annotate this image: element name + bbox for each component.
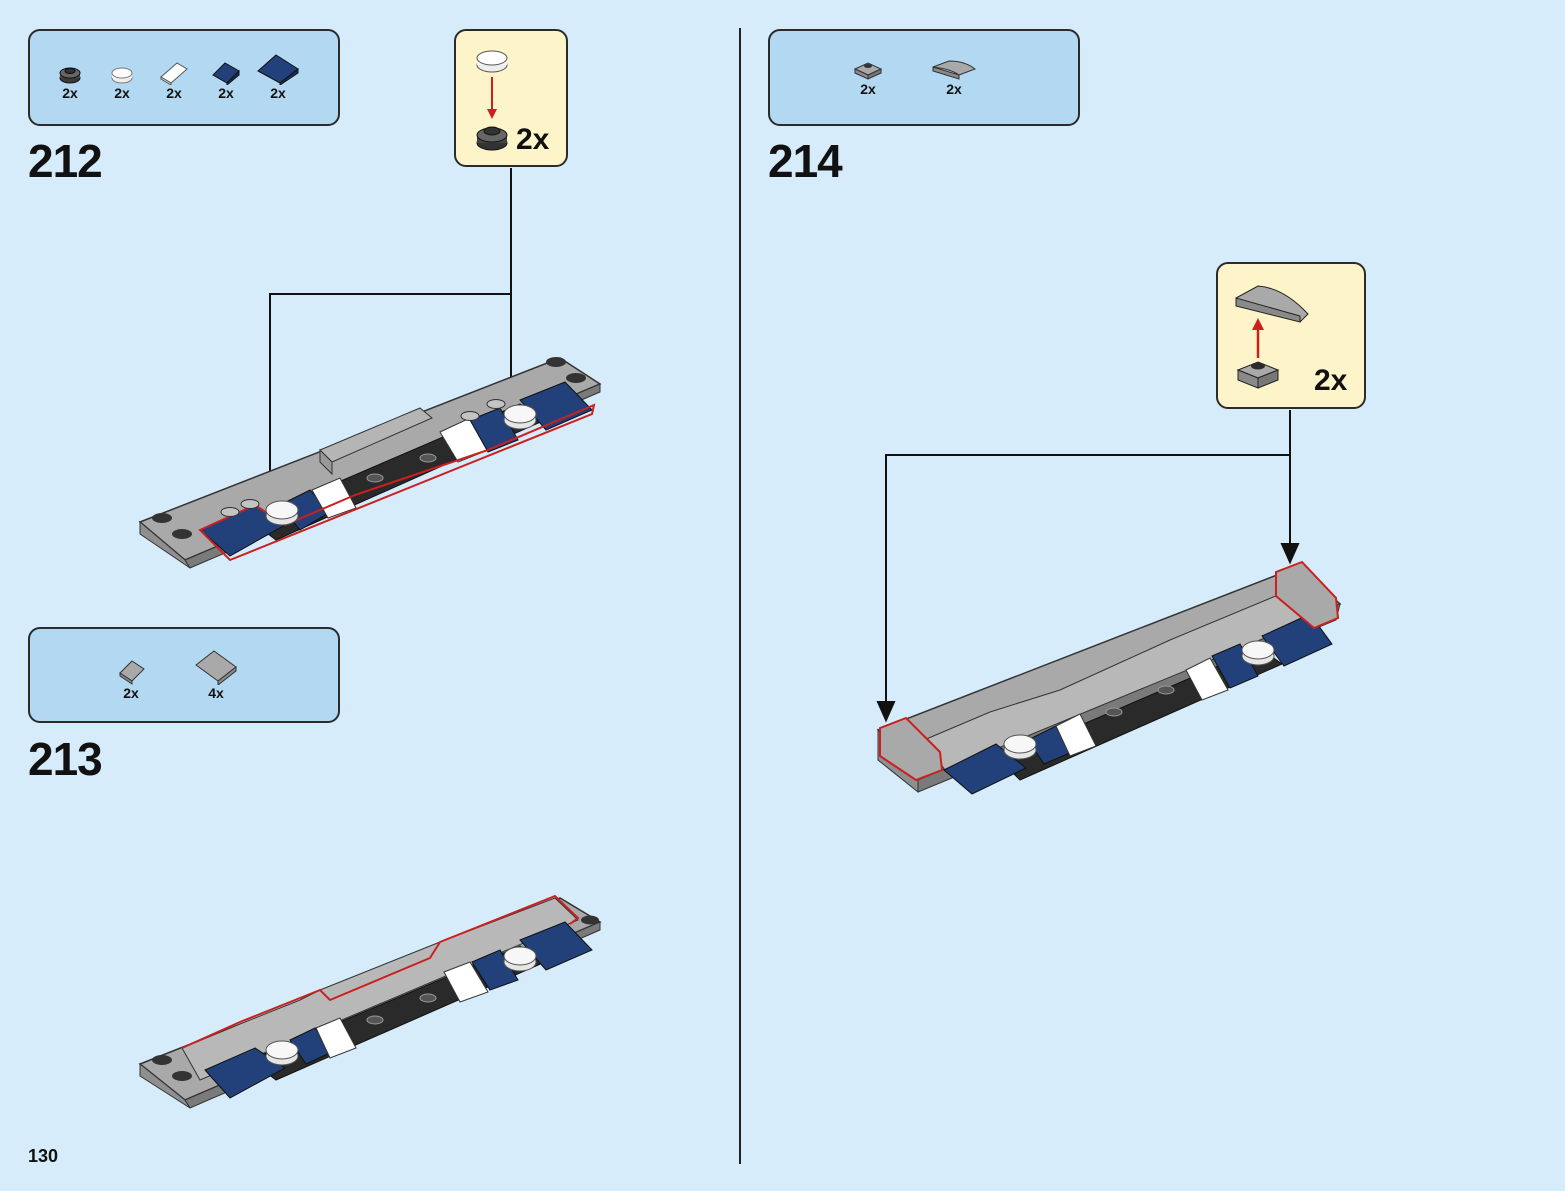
step-212-parts-box: 2x 2x 2x 2x: [28, 29, 340, 126]
step-214-model: [876, 560, 1342, 795]
part-quantity: 2x: [218, 85, 234, 101]
submodel-assembly-icon: [476, 50, 508, 151]
part-quantity: 2x: [123, 685, 139, 701]
part-blue-large-slope: 2x: [252, 51, 304, 101]
part-dark-round-plate: 2x: [44, 65, 96, 101]
part-quantity: 2x: [946, 81, 962, 97]
grey-curved-slope-icon: [932, 60, 976, 80]
part-grey-large-slope: 4x: [190, 647, 242, 701]
step-number-213: 213: [28, 733, 103, 785]
callout-quantity: 2x: [1314, 364, 1348, 397]
part-grey-curved-slope: 2x: [928, 57, 980, 97]
grey-large-slope-icon: [195, 650, 237, 685]
page-number: 130: [28, 1146, 59, 1166]
part-quantity: 2x: [62, 85, 78, 101]
part-quantity: 2x: [860, 81, 876, 97]
transparent-round-plate-icon: [111, 67, 133, 84]
part-quantity: 2x: [114, 85, 130, 101]
step-212-callout: 2x: [454, 29, 568, 167]
step-number-214: 214: [768, 135, 843, 187]
white-slope-icon: [160, 62, 188, 85]
step-214-arrows: [876, 410, 1300, 723]
part-quantity: 2x: [270, 85, 286, 101]
part-blue-slope: 2x: [200, 59, 252, 101]
part-white-slope: 2x: [148, 59, 200, 101]
part-transparent-round-plate: 2x: [96, 65, 148, 101]
step-214-parts-box: 2x 2x: [768, 29, 1080, 126]
step-213-parts-box: 2x 4x: [28, 627, 340, 723]
part-grey-slope: 2x: [105, 657, 157, 701]
callout-quantity: 2x: [516, 123, 550, 156]
column-divider: [739, 28, 741, 1164]
grey-jumper-plate-icon: [853, 62, 883, 80]
step-212-model: [138, 357, 602, 569]
part-quantity: 4x: [208, 685, 224, 701]
blue-slope-icon: [212, 62, 240, 85]
step-213-model: [138, 894, 602, 1109]
grey-slope-icon: [119, 660, 145, 685]
part-quantity: 2x: [166, 85, 182, 101]
blue-large-slope-icon: [257, 54, 299, 85]
submodel-assembly-icon: [1235, 285, 1309, 389]
dark-round-plate-icon: [59, 67, 81, 84]
step-214-callout: 2x: [1216, 262, 1366, 409]
step-number-212: 212: [28, 135, 103, 187]
part-grey-jumper-plate: 2x: [842, 57, 894, 97]
